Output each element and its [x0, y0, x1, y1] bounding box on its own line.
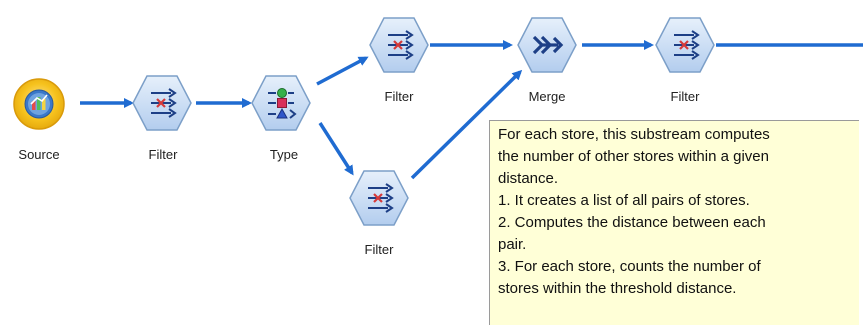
comment-line: 1. It creates a list of all pairs of sto…	[498, 192, 750, 209]
filter-node-right-label: Filter	[670, 89, 700, 104]
merge-node-label: Merge	[528, 89, 566, 104]
comment-annotation[interactable]: For each store, this substream computes …	[489, 120, 859, 325]
filter-icon	[369, 17, 429, 73]
filter-node-bottom-label: Filter	[364, 242, 394, 257]
filter-node-1-label: Filter	[148, 147, 178, 162]
filter-icon	[349, 170, 409, 226]
source-label: Source	[18, 147, 60, 162]
filter-node-right[interactable]	[654, 15, 716, 75]
comment-line: the number of other stores within a give…	[498, 148, 769, 165]
comment-line: 2. Computes the distance between each	[498, 214, 766, 231]
filter-icon	[655, 17, 715, 73]
source-node[interactable]	[12, 77, 66, 131]
filter-node-top[interactable]	[368, 15, 430, 75]
filter-node-1[interactable]	[131, 73, 193, 133]
comment-line: 3. For each store, counts the number of	[498, 258, 761, 275]
comment-line: distance.	[498, 170, 559, 187]
connector-type-filter-bottom	[318, 122, 354, 176]
comment-line: For each store, this substream computes	[498, 126, 770, 143]
comment-line: stores within the threshold distance.	[498, 280, 737, 297]
filter-node-bottom[interactable]	[348, 168, 410, 228]
type-node[interactable]	[250, 73, 312, 133]
type-node-label: Type	[269, 147, 299, 162]
merge-node[interactable]	[516, 15, 578, 75]
filter-node-top-label: Filter	[384, 89, 414, 104]
comment-line: pair.	[498, 236, 527, 253]
connector-type-filter-top	[316, 56, 369, 86]
connector-filter-bottom-merge	[410, 69, 523, 180]
merge-icon	[517, 17, 577, 73]
type-icon	[251, 75, 311, 131]
filter-icon	[132, 75, 192, 131]
source-icon	[13, 78, 65, 130]
